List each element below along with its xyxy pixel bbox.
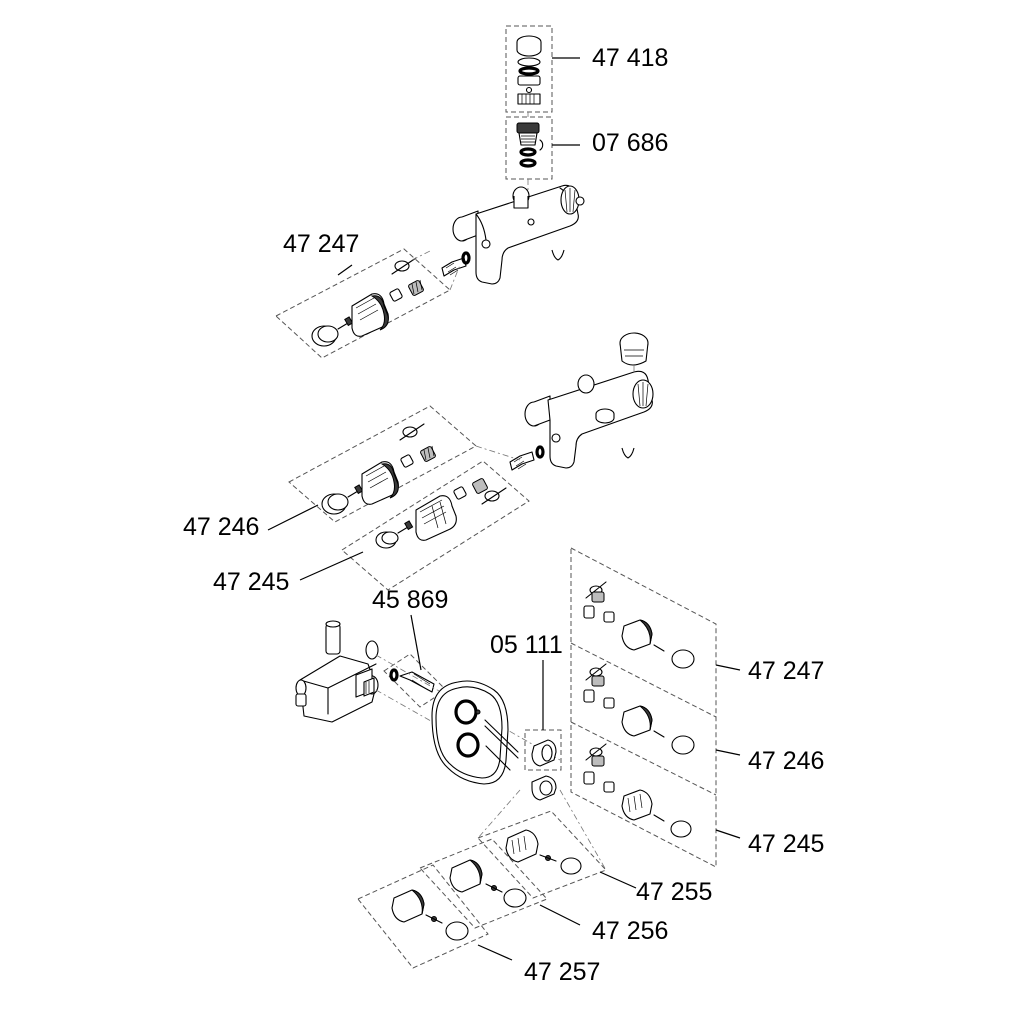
group-47256: 47 256 — [419, 838, 668, 945]
label-47246-mid: 47 246 — [183, 513, 259, 541]
thermostat-cartridge-middle — [475, 445, 545, 471]
leader-47247-top — [337, 264, 353, 276]
label-47246-right: 47 246 — [748, 747, 824, 775]
dashed-box-47257 — [357, 864, 489, 969]
dashed-box-07686 — [505, 116, 553, 180]
dashed-box-right-outer — [570, 547, 717, 868]
concealed-mixer-body — [295, 620, 379, 723]
label-07686: 07 686 — [592, 129, 668, 157]
dashed-box-47256 — [419, 838, 548, 929]
label-47247-right: 47 247 — [748, 657, 824, 685]
group-07686: 07 686 — [505, 116, 668, 180]
handle-cap-icon — [671, 649, 695, 669]
leader-47246-mid — [267, 504, 319, 531]
handle-cap-icon — [670, 820, 692, 838]
row-47247-right: 47 247 — [583, 581, 824, 685]
dashed-box-47245-mid — [341, 460, 530, 591]
leader-45869 — [410, 614, 422, 671]
escutcheon-plate-icon — [431, 680, 519, 785]
group-05111: 05 111 — [490, 631, 563, 801]
group-47246-middle: 47 246 — [183, 405, 477, 541]
label-47255: 47 255 — [636, 878, 712, 906]
group-45869: 45 869 — [372, 586, 448, 708]
label-47257: 47 257 — [524, 958, 600, 986]
row-47245-right: 47 245 — [583, 743, 824, 858]
group-47257: 47 257 — [357, 864, 600, 986]
thermostat-cartridge-top — [441, 251, 471, 291]
leader-47245-right — [715, 829, 741, 839]
group-47255: 47 255 — [477, 810, 712, 906]
leader-47257 — [477, 944, 513, 961]
knurled-handle-icon — [361, 461, 399, 505]
label-05111: 05 111 — [490, 631, 563, 659]
handle-cap-icon — [671, 735, 695, 755]
dashed-box-47418 — [505, 25, 553, 113]
group-47247-top: 47 247 — [275, 230, 451, 359]
leader-47245-mid — [299, 551, 364, 581]
row-47246-right: 47 246 — [583, 663, 824, 775]
handle-cap-icon — [560, 857, 582, 875]
dashed-box-47247-top — [275, 248, 451, 359]
bath-mixer-middle — [524, 332, 654, 469]
label-47247-top: 47 247 — [283, 230, 359, 258]
handle-cap-icon — [503, 888, 527, 908]
group-47418: 47 418 — [505, 25, 668, 113]
leader-47256 — [539, 904, 581, 926]
label-47256: 47 256 — [592, 917, 668, 945]
dashed-box-47246-mid — [288, 405, 477, 523]
leader-47255 — [599, 871, 637, 889]
knurled-handle-icon — [415, 495, 457, 541]
label-47245-mid: 47 245 — [213, 568, 289, 596]
label-45869: 45 869 — [372, 586, 448, 614]
label-47418: 47 418 — [592, 44, 668, 72]
bath-mixer-top — [452, 184, 585, 285]
dashed-box-47255 — [477, 810, 607, 899]
knurled-handle-icon — [351, 293, 389, 337]
group-47245-middle: 47 245 — [213, 460, 530, 596]
handle-cap-icon — [445, 921, 469, 941]
leader-47246-right — [715, 749, 741, 756]
leader-47247-right — [715, 664, 741, 671]
right-column-group: 47 247 47 246 47 — [570, 547, 824, 868]
label-47245-right: 47 245 — [748, 830, 824, 858]
